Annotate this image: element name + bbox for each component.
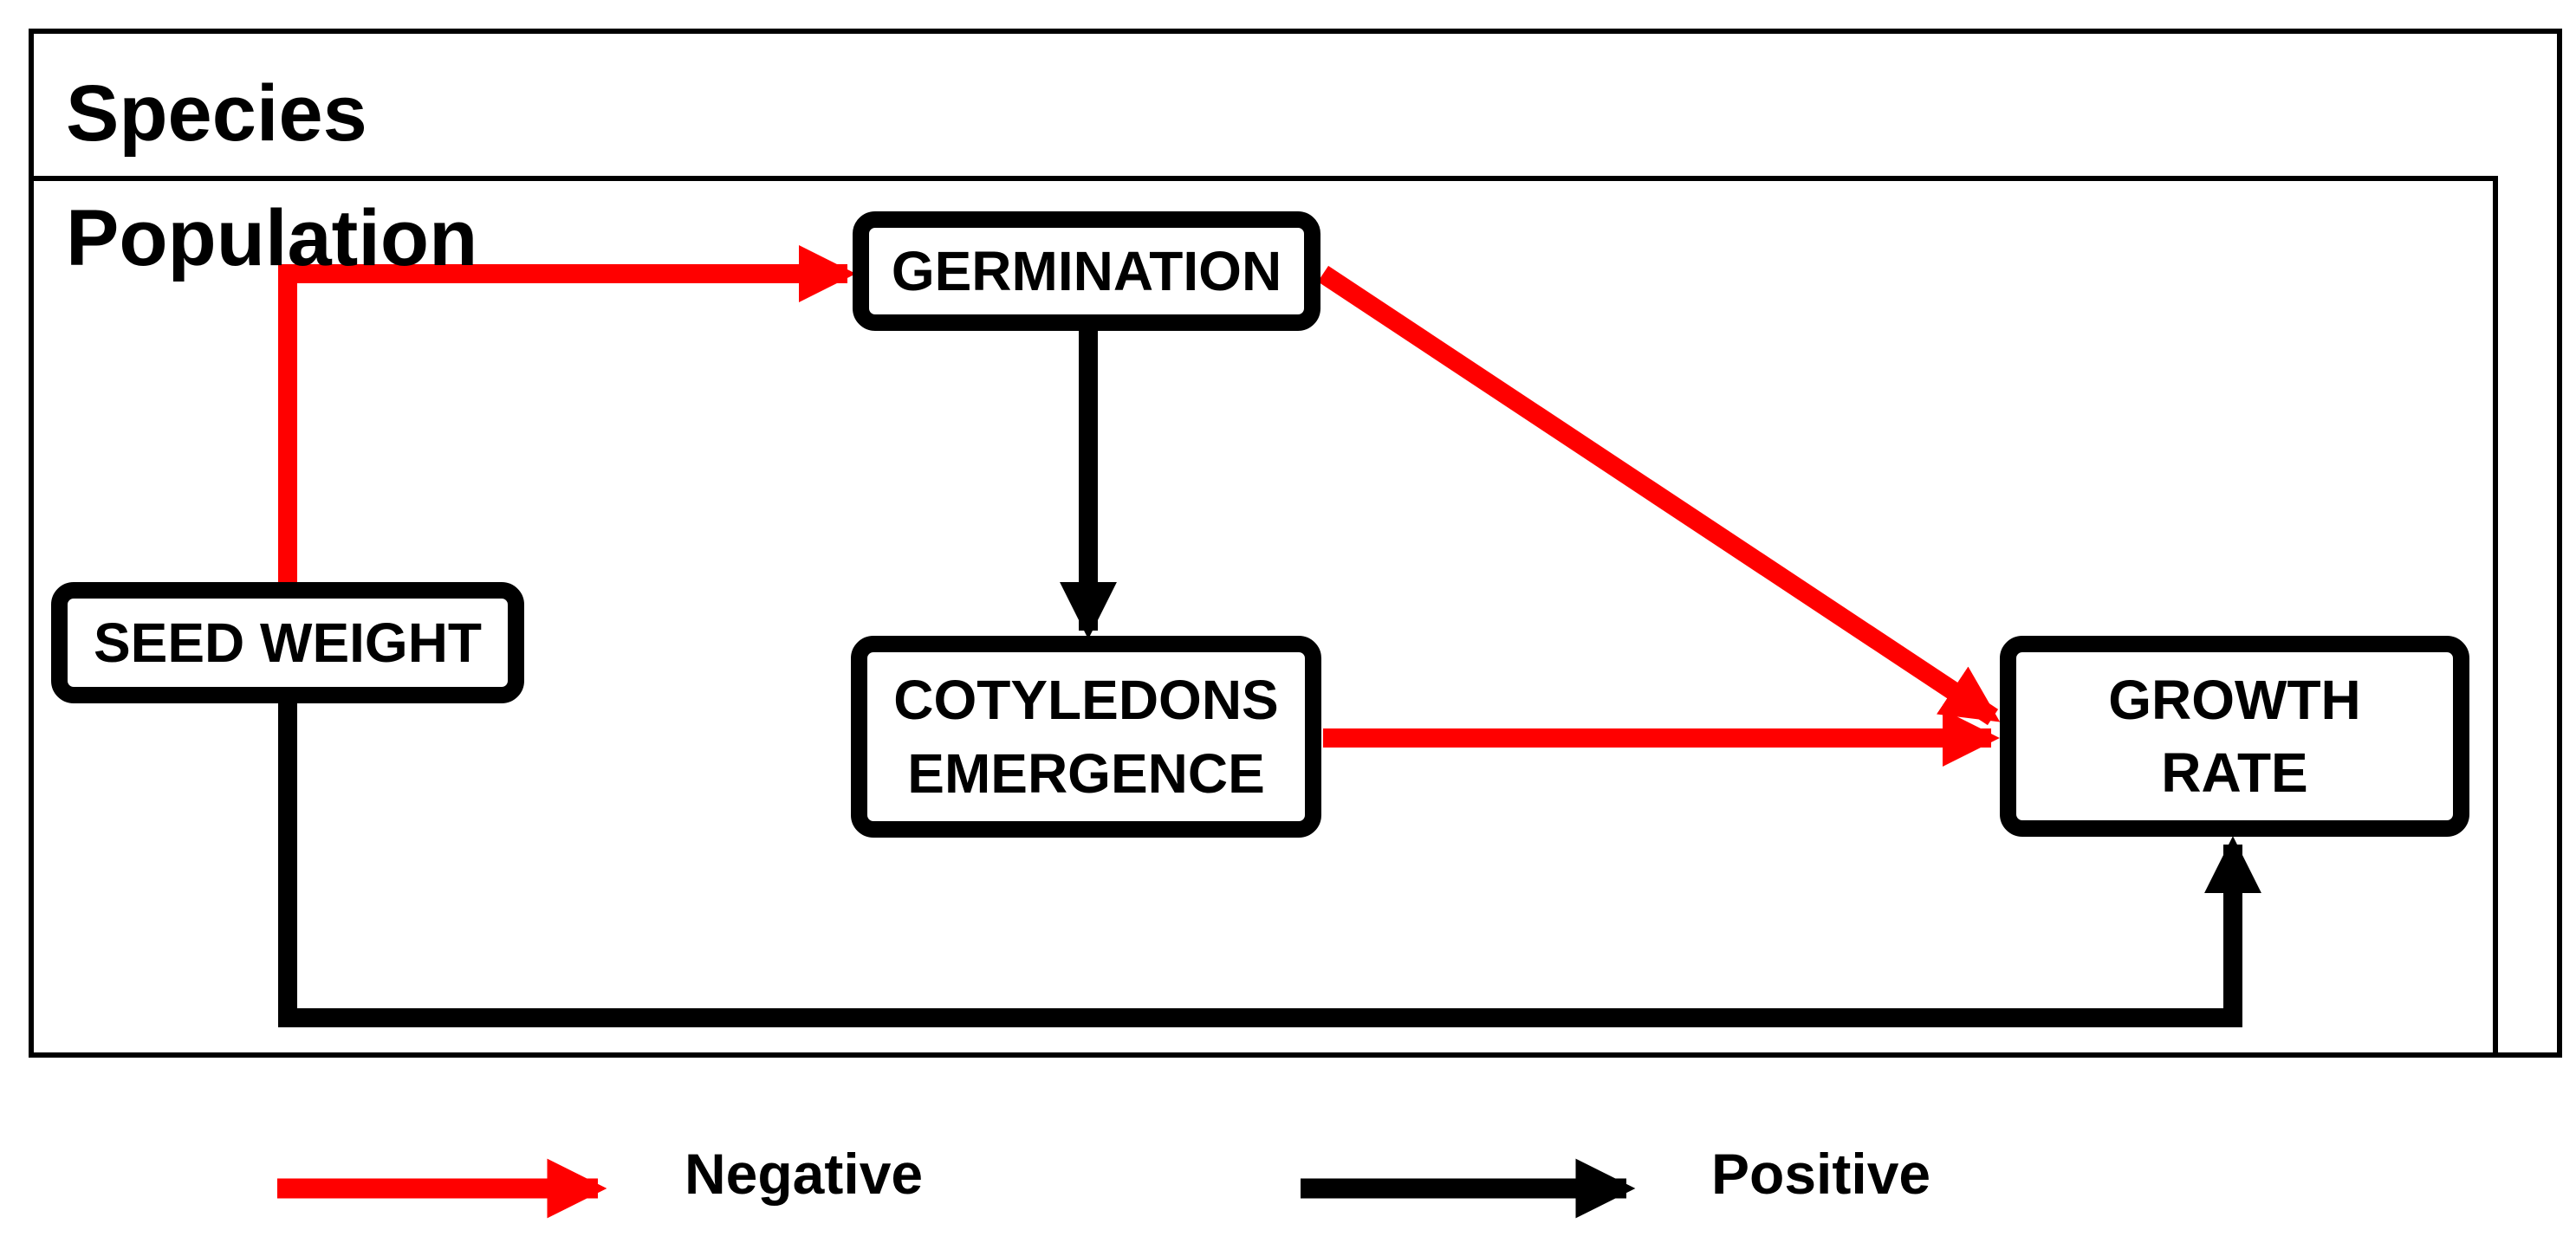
node-cotyledons-emergence: COTYLEDONS EMERGENCE	[851, 636, 1321, 838]
node-growth-rate-line2: RATE	[2161, 741, 2308, 804]
population-label: Population	[66, 194, 478, 282]
species-box	[29, 29, 2562, 1058]
node-seed-weight-label: SEED WEIGHT	[93, 611, 483, 674]
germination-to-growth-rate-arrow	[1317, 265, 2001, 726]
legend-negative-label: Negative	[685, 1142, 924, 1206]
seed-weight-to-germination-arrow	[278, 245, 856, 586]
node-growth-rate: GROWTH RATE	[2000, 636, 2469, 837]
species-label: Species	[66, 69, 367, 158]
node-growth-rate-line1: GROWTH	[2108, 668, 2361, 731]
node-seed-weight: SEED WEIGHT	[51, 582, 524, 703]
node-cotyledons-emergence-line1: COTYLEDONS	[893, 669, 1279, 732]
node-germination: GERMINATION	[853, 211, 1320, 331]
node-germination-label: GERMINATION	[891, 239, 1282, 302]
seed-weight-to-growth-rate-arrow	[278, 700, 2261, 1027]
node-cotyledons-emergence-line2: EMERGENCE	[907, 741, 1265, 805]
legend-positive-label: Positive	[1711, 1142, 1931, 1206]
population-box	[29, 176, 2498, 1058]
